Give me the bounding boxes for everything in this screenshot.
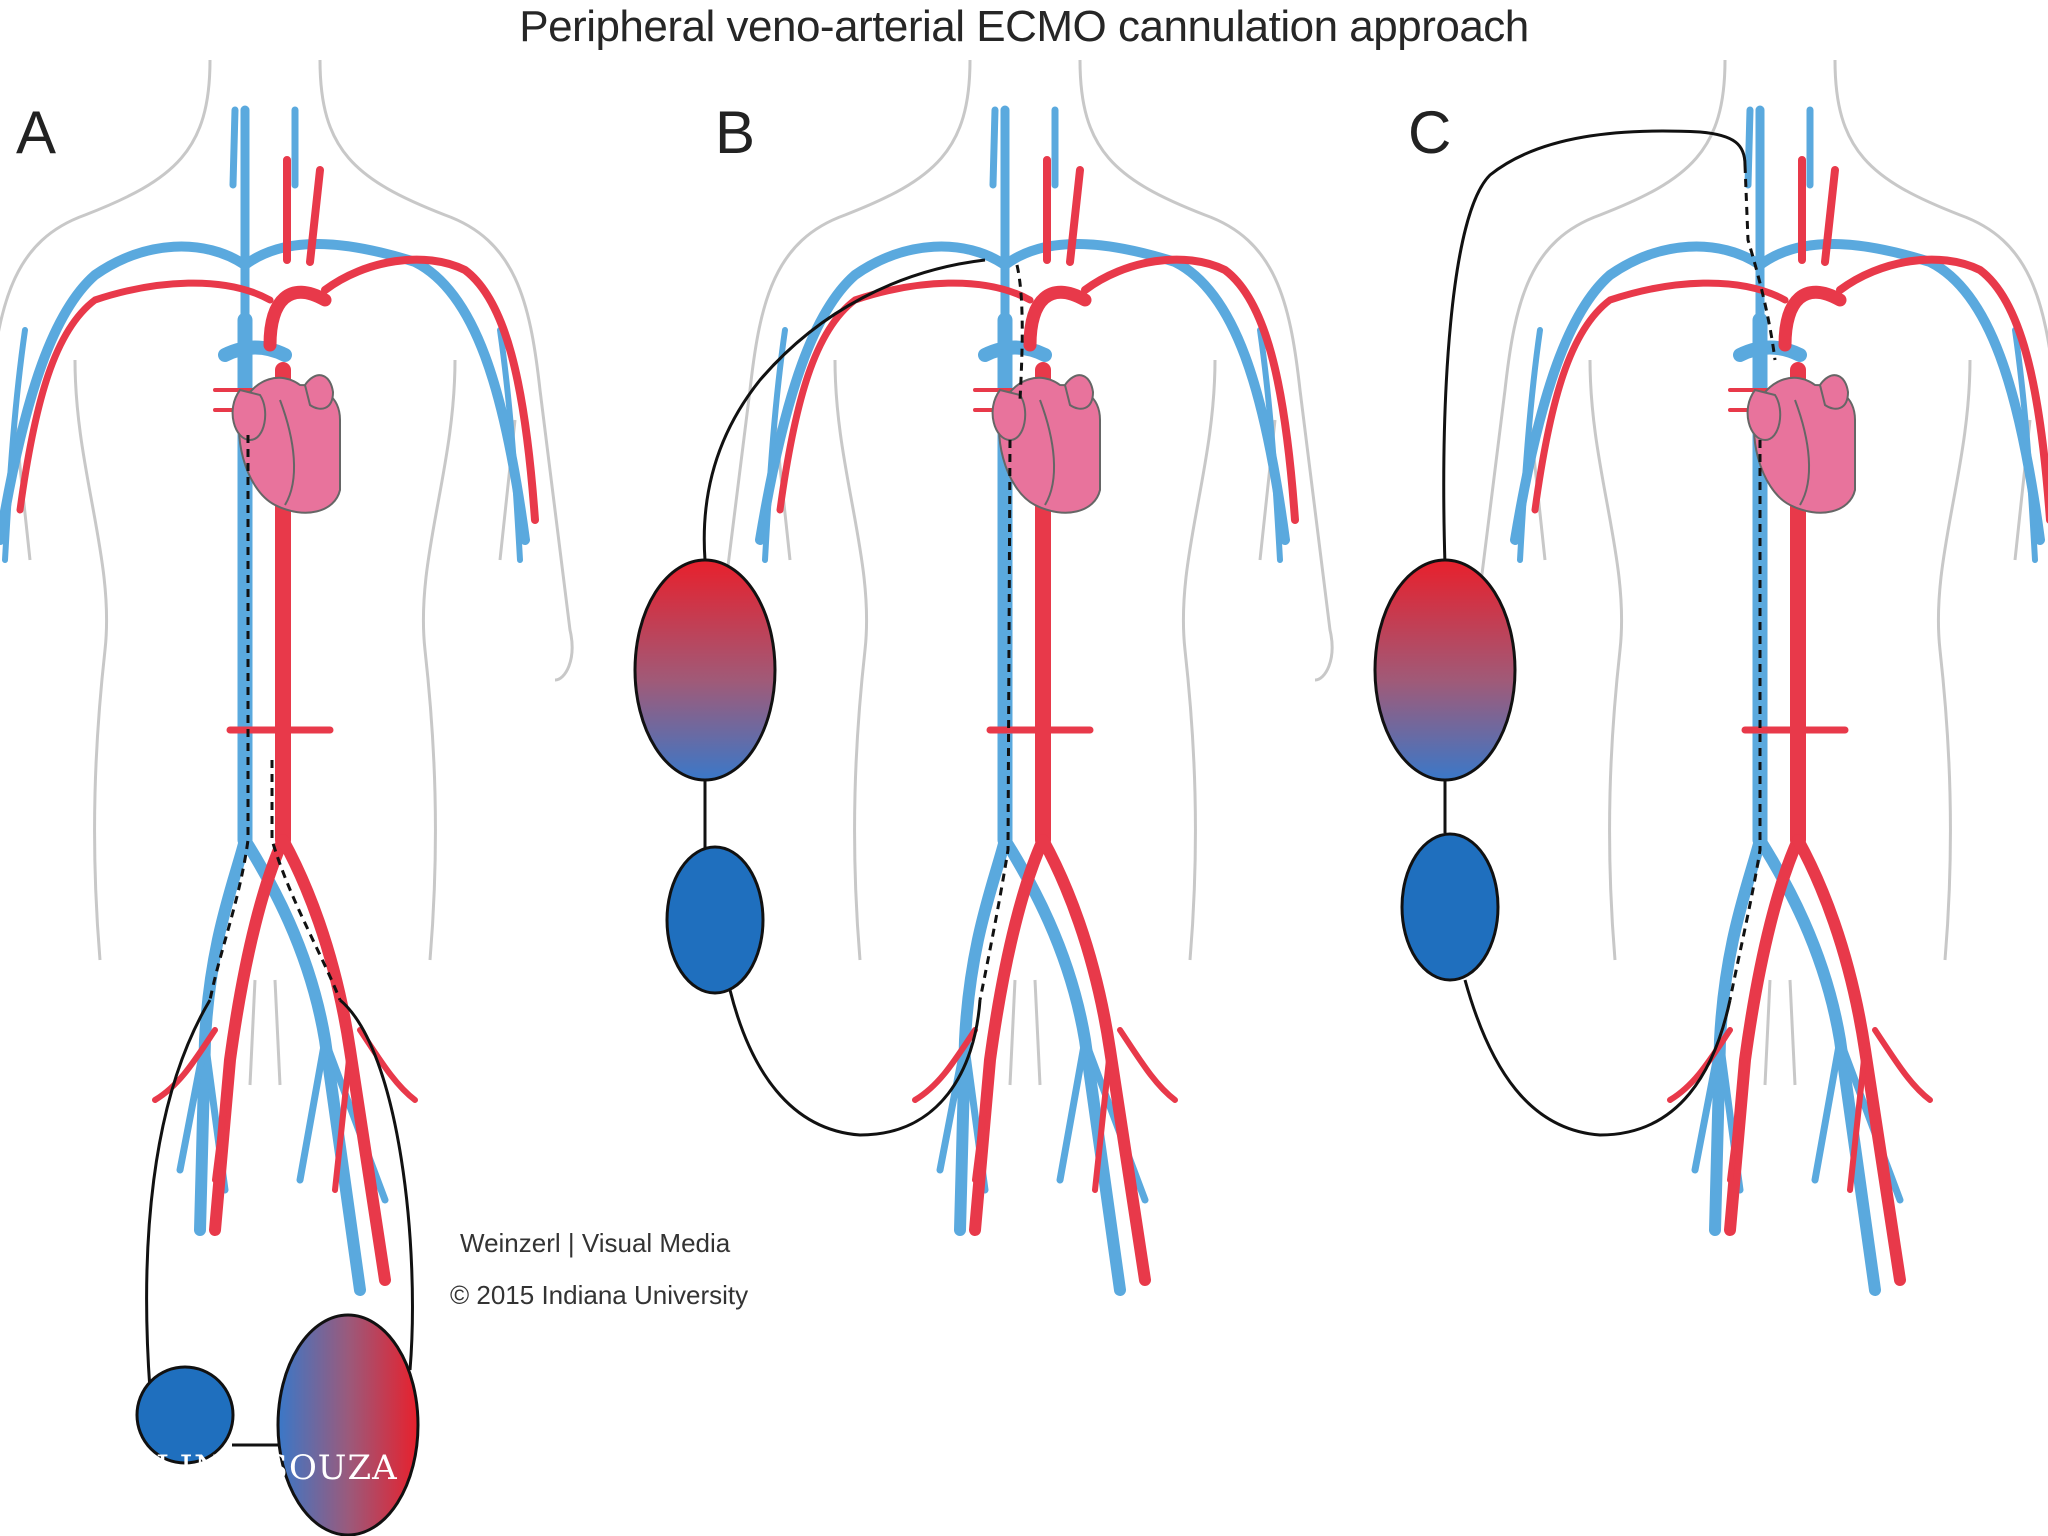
panel-label-c: C [1408,99,1452,166]
panel-c-circuit [1373,129,1777,1137]
panel-label-a: A [16,99,57,166]
panel-c-figure [1473,60,2048,1290]
pump-a [135,1365,235,1465]
pump-b [665,845,765,995]
oxygenator-a [276,1313,420,1536]
panel-b-figure [718,60,1332,1290]
diagram-title: Peripheral veno-arterial ECMO cannulatio… [519,2,1529,51]
pump-c [1400,832,1500,982]
panel-a-circuit [135,435,420,1536]
credit-line-1: Weinzerl | Visual Media [460,1228,731,1258]
credit-line-2: © 2015 Indiana University [450,1280,749,1310]
panel-a-figure [0,60,572,1290]
oxygenator-c [1373,558,1517,782]
oxygenator-b [633,558,777,782]
watermark: ELIN DSOUZA [130,1448,398,1488]
panel-label-b: B [715,99,756,166]
panel-b-circuit [633,258,1024,1137]
